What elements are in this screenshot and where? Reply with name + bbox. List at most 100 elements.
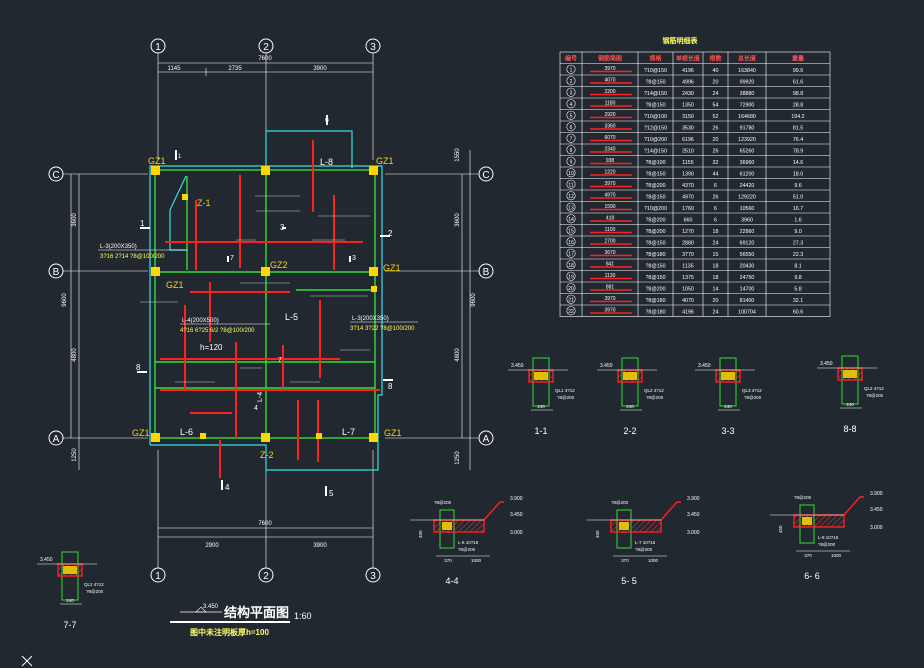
beam-note: L-8 10?16 bbox=[818, 535, 839, 540]
rebar-sketch-length: 2700 bbox=[604, 239, 615, 245]
table-cell: 6196 bbox=[682, 137, 694, 143]
rebar-sketch-length: 3970 bbox=[604, 181, 615, 187]
svg-text:4: 4 bbox=[254, 405, 258, 412]
row-number: 19 bbox=[568, 274, 574, 280]
dim-lines-top bbox=[70, 62, 471, 538]
table-cell: 60.6 bbox=[793, 309, 803, 315]
table-cell: 20430 bbox=[740, 263, 755, 269]
section-marks bbox=[137, 115, 393, 496]
elevation: 3.450 bbox=[698, 363, 711, 369]
row-number-circle bbox=[566, 191, 576, 201]
table-cell: 4970 bbox=[682, 194, 694, 200]
axis-bubble-B-right: B bbox=[478, 263, 494, 279]
table-cell: ?14@150 bbox=[644, 91, 667, 97]
table-cell: 36960 bbox=[740, 160, 755, 166]
svg-text:1250: 1250 bbox=[72, 448, 78, 462]
table-cell: 24 bbox=[713, 309, 719, 315]
table-title: 钢筋明细表 bbox=[663, 36, 699, 45]
dim-text: 450 bbox=[595, 530, 600, 538]
dim-text: 450 bbox=[778, 525, 783, 533]
rebar-sketch-length: 1130 bbox=[605, 273, 616, 279]
table-cell: ?8@100 bbox=[645, 160, 665, 166]
row-number: 6 bbox=[570, 125, 573, 131]
row-number: 7 bbox=[570, 136, 573, 142]
svg-text:1250: 1250 bbox=[455, 451, 461, 465]
table-cell: 3530 bbox=[682, 125, 694, 131]
beam-hatch bbox=[793, 514, 845, 528]
table-cell: 1375 bbox=[682, 275, 694, 281]
column-label: GZ1 bbox=[148, 156, 166, 166]
ucs-icon bbox=[21, 655, 33, 667]
section-title: 3-3 bbox=[721, 426, 734, 436]
svg-text:C: C bbox=[52, 170, 59, 181]
dim-text: 1000 bbox=[831, 553, 842, 558]
table-cell: 3960 bbox=[741, 217, 753, 223]
table-cell: 4070 bbox=[682, 298, 694, 304]
beam-core bbox=[534, 372, 548, 380]
row-number-circle bbox=[566, 87, 576, 97]
svg-text:7600: 7600 bbox=[258, 521, 272, 527]
table-cell: 99920 bbox=[740, 79, 755, 85]
table-cell: 163840 bbox=[738, 68, 756, 74]
axis-bubble-B-left: B bbox=[48, 263, 64, 279]
zone-label: Z-2 bbox=[260, 450, 274, 460]
row-number: 17 bbox=[568, 251, 574, 257]
table-cell: 3770 bbox=[682, 252, 694, 258]
dim-text: 1000 bbox=[648, 558, 659, 563]
beam-note: L-4(200X500) bbox=[182, 318, 219, 324]
section-title: 7-7 bbox=[63, 620, 76, 630]
table-cell: 1155 bbox=[682, 160, 693, 166]
elevation: 3.450 bbox=[600, 363, 613, 369]
table-cell: 24 bbox=[713, 91, 719, 97]
column-label: GZ1 bbox=[383, 263, 401, 273]
svg-text:8: 8 bbox=[136, 363, 141, 372]
svg-text:3: 3 bbox=[370, 42, 376, 53]
table-cell: 26 bbox=[713, 194, 719, 200]
row-number-circle bbox=[566, 294, 576, 304]
row-number-circle bbox=[566, 283, 576, 293]
axis-lines bbox=[63, 53, 479, 568]
table-cell: 27.3 bbox=[793, 240, 803, 246]
dim-text: 1000 bbox=[471, 558, 482, 563]
svg-text:1: 1 bbox=[140, 219, 145, 228]
svg-text:1145: 1145 bbox=[168, 66, 182, 72]
table-cell: ?12@150 bbox=[644, 125, 667, 131]
table-cell: 56550 bbox=[740, 252, 755, 258]
beam-note: QL2 4?12 bbox=[644, 388, 664, 393]
structural-plan: 1 2 3 1 2 3 C B bbox=[48, 38, 494, 583]
table-cell: 40 bbox=[713, 68, 719, 74]
svg-text:2900: 2900 bbox=[205, 543, 219, 549]
table-cell: ?8@150 bbox=[645, 79, 665, 85]
row-number: 21 bbox=[568, 297, 574, 303]
table-cell: 24420 bbox=[740, 183, 755, 189]
table-cell: 20 bbox=[713, 137, 719, 143]
zone-label: Z-1 bbox=[197, 198, 211, 208]
rebar-sketch-length: 418 bbox=[606, 216, 615, 222]
table-cell: 81400 bbox=[740, 298, 755, 304]
rebar-bend bbox=[660, 501, 681, 521]
beam-core bbox=[843, 370, 857, 378]
table-cell: 4196 bbox=[682, 309, 694, 315]
elevation: 3.450 bbox=[510, 512, 523, 518]
svg-text:B: B bbox=[483, 267, 490, 278]
beam-note: L-7 10?16 bbox=[635, 540, 656, 545]
dim-text: 370 bbox=[804, 553, 812, 558]
row-number-circle bbox=[566, 179, 576, 189]
elevation: 3.900 bbox=[510, 496, 523, 502]
section-title: 1-1 bbox=[534, 426, 547, 436]
drawing-scale: 1:60 bbox=[294, 611, 312, 621]
elevation: 3.000 bbox=[870, 525, 883, 531]
table-cell: 2510 bbox=[682, 148, 694, 154]
table-cell: ?8@200 bbox=[645, 217, 665, 223]
beam-core bbox=[623, 372, 637, 380]
axis-bubble-A-right: A bbox=[478, 430, 494, 446]
row-number: 20 bbox=[568, 286, 574, 292]
table-cell: ?10@200 bbox=[644, 206, 667, 212]
rebar-tags bbox=[140, 195, 370, 383]
table-cell: 28.8 bbox=[793, 102, 803, 108]
axis-bubble-C-right: C bbox=[478, 166, 494, 182]
beam-hatch bbox=[433, 519, 485, 533]
table-cell: ?10@200 bbox=[644, 137, 667, 143]
